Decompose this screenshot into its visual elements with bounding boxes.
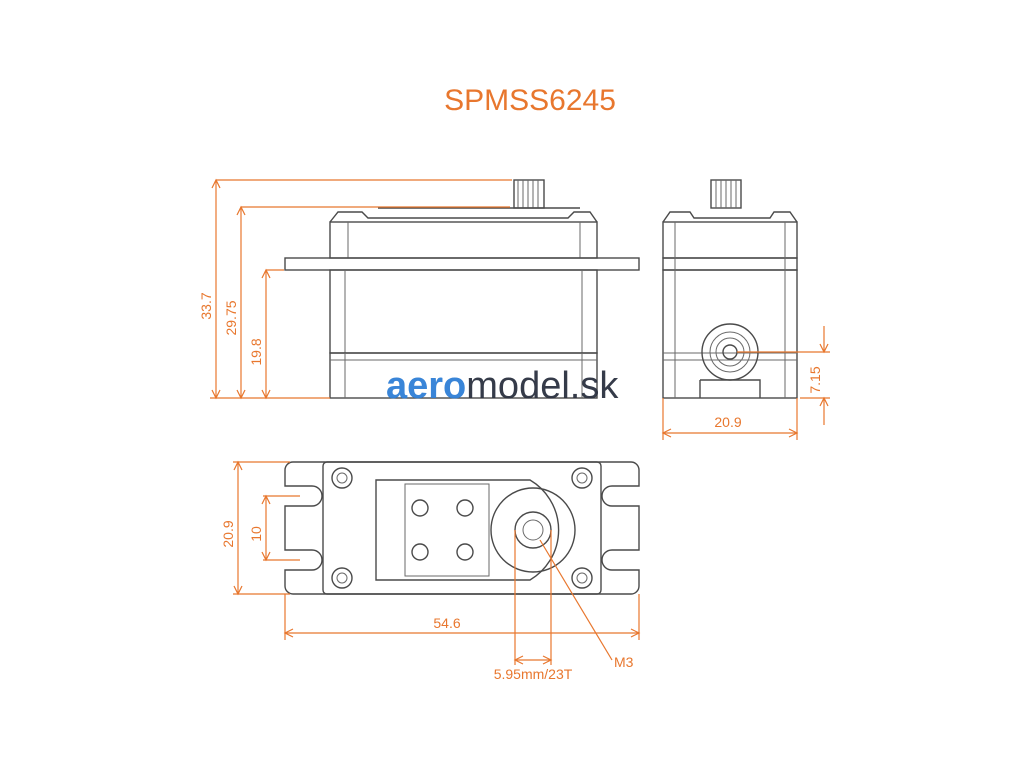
watermark-suffix: .sk	[570, 365, 620, 407]
mount-height-label: 19.8	[248, 338, 264, 365]
side-top-case	[662, 221, 798, 259]
screw-bottom-left	[331, 567, 353, 589]
drawing-title: SPMSS6245	[444, 84, 616, 117]
front-bottom-case	[329, 352, 598, 399]
output-housing	[490, 487, 576, 573]
screw-bottom-right	[571, 567, 593, 589]
front-top-case	[329, 221, 598, 259]
side-flange	[662, 257, 798, 271]
screw-top-right	[571, 467, 593, 489]
side-view	[662, 179, 798, 399]
watermark-logo: aeromodel.sk	[386, 365, 619, 407]
bottom-width-label: 20.9	[220, 520, 236, 547]
spline-label: 5.95mm/23T	[494, 666, 573, 682]
screw-top-left	[331, 467, 353, 489]
case-height-label: 29.75	[223, 300, 239, 335]
watermark-middle: model	[466, 365, 570, 407]
side-case	[662, 269, 798, 399]
gear-cover	[375, 479, 560, 581]
output-offset-label: 7.15	[807, 366, 823, 393]
overall-height-label: 33.7	[198, 292, 214, 319]
front-view	[284, 179, 640, 399]
side-dimensions	[661, 326, 830, 440]
bottom-view	[284, 461, 640, 595]
svg-text:aeromodel.sk: aeromodel.sk	[386, 365, 619, 407]
bottom-case	[322, 461, 602, 595]
bottom-dimensions	[233, 460, 641, 665]
side-width-label: 20.9	[714, 414, 741, 430]
label-plate	[404, 483, 490, 577]
front-middle-case	[329, 269, 598, 354]
mount-spacing-label: 10	[248, 526, 264, 542]
length-label: 54.6	[433, 615, 460, 631]
output-shaft	[514, 511, 552, 549]
watermark-prefix: aero	[386, 365, 466, 407]
front-dimensions	[210, 178, 512, 400]
bottom-flange	[284, 461, 640, 595]
mounting-flange	[284, 257, 640, 271]
screw-label: M3	[614, 654, 634, 670]
